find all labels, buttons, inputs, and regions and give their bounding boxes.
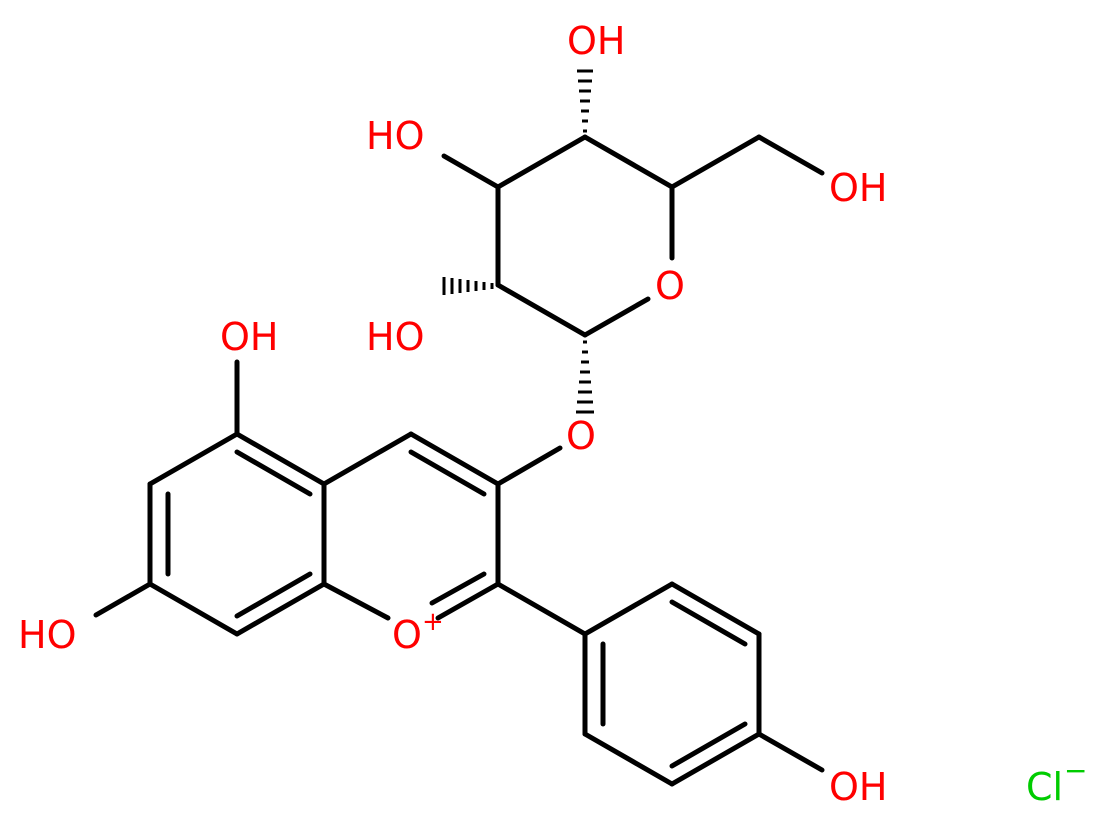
atom-labels: OH HO OH O HO O OH HO O + OH Cl −: [18, 19, 1087, 809]
hashed-bond-c2-oh: [442, 277, 494, 295]
label-ring-oxygen: O: [655, 264, 685, 308]
hashed-bond-c1-oglyc: [576, 340, 594, 414]
bond-c2f-o1-inner: [429, 571, 487, 606]
flavylium-bonds: [93, 359, 501, 637]
label-glycosidic-oxygen: O: [566, 414, 596, 458]
bond-c4a-c5-inner: [234, 449, 313, 497]
bond-glycO-c3f: [495, 445, 563, 487]
bond-c1p-c2p: [582, 581, 675, 637]
label-oh-sugar-c2: HO: [366, 315, 424, 359]
bond-c5p-c6p: [582, 731, 675, 787]
bond-c2p-c3p: [669, 581, 762, 637]
bond-ch2-oh: [756, 134, 825, 176]
bond-c8-c8a: [234, 581, 327, 637]
label-flavylium-charge: +: [422, 607, 444, 637]
bond-c2f-c1p: [495, 581, 588, 637]
bond-c5-c6: [147, 431, 240, 487]
bond-c4p-c5p: [669, 731, 762, 787]
label-chloride-charge: −: [1064, 754, 1087, 787]
bond-c5-c4: [582, 134, 675, 190]
label-oh-sugar-left: HO: [366, 114, 424, 158]
label-flavylium-oxygen: O: [392, 613, 422, 657]
bond-c4a-c5: [234, 431, 327, 487]
sugar-bonds: [441, 134, 825, 487]
phenyl-bonds: [495, 581, 825, 787]
bond-c4-c3: [495, 134, 588, 190]
label-oh-sugar-top: OH: [567, 19, 625, 63]
bond-c4p-c5p-inner: [669, 721, 748, 769]
bond-c3f-c4f-inner: [408, 449, 487, 497]
bond-c3f-c4f: [408, 431, 501, 487]
label-oh-c5: OH: [220, 315, 278, 359]
bond-c7-oh: [93, 581, 153, 618]
label-chloride: Cl: [1026, 765, 1063, 809]
bond-c4f-c4a: [321, 431, 414, 487]
bond-c1-ringO: [582, 296, 651, 338]
label-oh-c7: HO: [18, 613, 76, 657]
bond-c8-c8a-inner: [234, 571, 313, 619]
hashed-bond-c4-oh: [577, 69, 593, 133]
label-oh-phenyl: OH: [829, 765, 887, 809]
bond-c7-c8: [147, 581, 240, 637]
bond-c2-c1: [495, 282, 588, 338]
bond-c4p-oh: [756, 731, 825, 773]
bond-c2f-o1: [435, 581, 501, 621]
bond-c2p-c3p-inner: [669, 599, 748, 647]
label-oh-ch2: OH: [829, 166, 887, 210]
bond-o1-c8a: [321, 581, 391, 621]
bond-c3-oh: [441, 153, 501, 190]
bond-c5-ch2: [669, 134, 762, 190]
